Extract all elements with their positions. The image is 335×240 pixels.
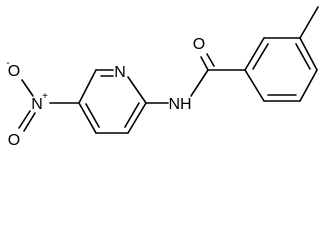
bond-b1-b2 xyxy=(244,37,265,71)
nitro-oxygen-lower-label: O xyxy=(8,132,20,149)
double-bond-c4-c5 xyxy=(85,103,100,128)
bond-methyl xyxy=(299,6,319,39)
nitro-nitrogen-charge: + xyxy=(42,91,48,102)
double-bond-b1-b2 xyxy=(252,43,269,70)
bond-c2-c3 xyxy=(127,102,147,134)
double-bond-carbonyl-c-o xyxy=(206,53,215,67)
bond-b3-b4 xyxy=(299,37,318,71)
amide-linkage xyxy=(145,53,246,104)
structure-canvas: O NH N N + O O - xyxy=(6,6,319,149)
double-bond-nitro-n-o-lower xyxy=(23,112,36,132)
double-bond-b3-b4 xyxy=(295,43,311,70)
bond-b4-b5 xyxy=(299,69,318,102)
bond-nh-carbonyl-c xyxy=(190,69,209,97)
carbonyl-oxygen-label: O xyxy=(193,36,205,53)
bond-carbonyl-c-o xyxy=(200,56,209,71)
pyridine-nitrogen-label: N xyxy=(114,64,126,81)
bond-n1-c2 xyxy=(127,76,147,104)
nitro-oxygen-upper-label: O xyxy=(8,63,20,80)
double-bond-c2-c3 xyxy=(124,102,140,128)
pyridine-ring xyxy=(78,69,147,134)
molecule-structure: O NH N N + O O - xyxy=(6,6,319,149)
benzene-ring xyxy=(244,6,319,102)
nitro-oxygen-upper-charge: - xyxy=(6,58,9,69)
amide-nh-label: NH xyxy=(168,96,191,113)
bond-c5-c6 xyxy=(78,69,97,104)
bond-nitro-n-o-upper xyxy=(21,79,34,97)
bond-nitro-n-o-lower xyxy=(18,110,31,129)
bond-c4-c5 xyxy=(78,102,97,134)
nitro-group xyxy=(18,79,80,132)
bond-b6-b1 xyxy=(244,69,265,102)
nitro-nitrogen-label: N xyxy=(31,96,43,113)
